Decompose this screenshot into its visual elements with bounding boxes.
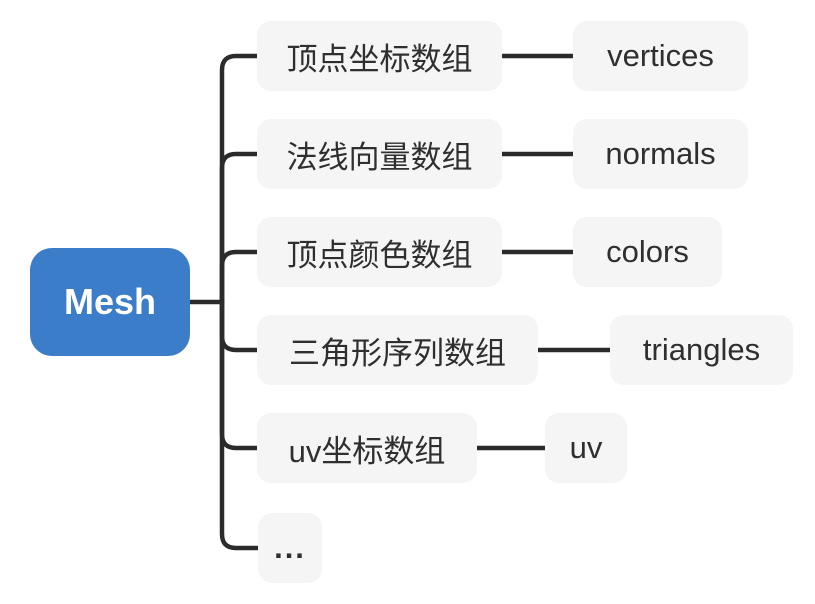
node-en-triangles[interactable]: triangles xyxy=(610,315,793,385)
node-zh-uv[interactable]: uv坐标数组 xyxy=(257,413,477,483)
node-en-vertices[interactable]: vertices xyxy=(573,21,748,91)
connector-branch-vertices xyxy=(219,53,260,305)
node-zh-triangles[interactable]: 三角形序列数组 xyxy=(257,315,538,385)
node-en-normals[interactable]: normals xyxy=(573,119,748,189)
node-en-uv[interactable]: uv xyxy=(545,413,627,483)
connector-branch-uv xyxy=(219,299,260,451)
connector-branch-more xyxy=(219,299,261,551)
connector-branch-normals xyxy=(219,151,260,305)
connector-branch-triangles xyxy=(219,299,260,353)
connector-branch-colors xyxy=(219,249,260,305)
node-zh-normals[interactable]: 法线向量数组 xyxy=(257,119,502,189)
node-en-colors[interactable]: colors xyxy=(573,217,722,287)
node-zh-vertices[interactable]: 顶点坐标数组 xyxy=(257,21,502,91)
node-zh-colors[interactable]: 顶点颜色数组 xyxy=(257,217,502,287)
node-mesh-root[interactable]: Mesh xyxy=(30,248,190,356)
node-more[interactable]: ... xyxy=(258,513,322,583)
